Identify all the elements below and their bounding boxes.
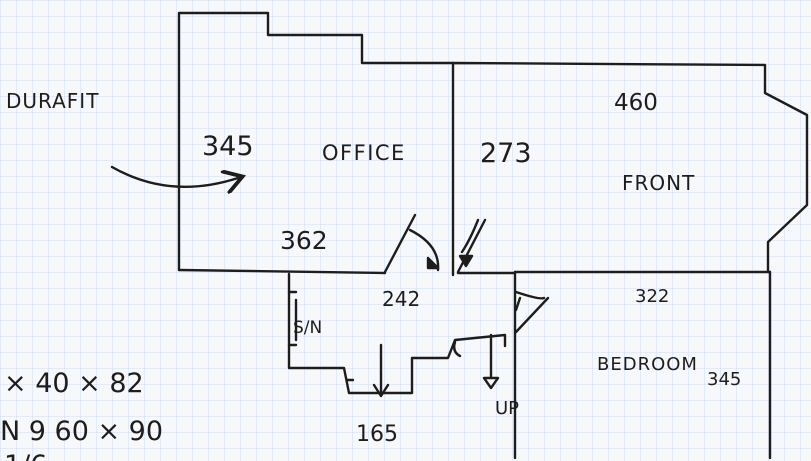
up-label: UP xyxy=(495,398,519,419)
dimension-office-right: 273 xyxy=(480,138,532,169)
sn-label: S/N xyxy=(293,318,322,338)
office-door-swing xyxy=(383,213,440,274)
hall-top-wall xyxy=(177,268,772,275)
office-wall xyxy=(177,11,455,272)
stair-arrow-down xyxy=(372,343,390,398)
sn-bracket xyxy=(287,290,298,347)
dimension-office-left: 345 xyxy=(202,131,254,162)
stair-arrow-up xyxy=(482,333,500,390)
durafit-label: DURAFIT xyxy=(6,89,99,113)
dimension-front-top: 460 xyxy=(614,90,658,116)
bedroom-wall xyxy=(513,270,772,460)
front-room-wall xyxy=(451,61,809,277)
durafit-arrow xyxy=(110,165,238,187)
dimension-bedroom-right: 345 xyxy=(707,369,741,390)
bedroom-door-swing xyxy=(514,290,550,334)
dimension-stair: 165 xyxy=(356,422,398,447)
door-marker xyxy=(426,256,440,270)
bedroom-label: BEDROOM xyxy=(597,354,698,375)
note-line-1: × 40 × 82 xyxy=(4,368,144,399)
hall-landing-arc xyxy=(345,340,462,382)
office-label: OFFICE xyxy=(322,141,406,165)
dimension-hall: 242 xyxy=(382,287,420,311)
dimension-office-bottom: 362 xyxy=(280,226,328,255)
dimension-bedroom-top: 322 xyxy=(635,286,669,307)
front-label: FRONT xyxy=(622,171,695,195)
note-line-2: N 9 60 × 90 xyxy=(0,416,163,447)
note-line-3: 1/6 xyxy=(4,450,47,461)
hallway-wall xyxy=(287,272,507,395)
front-door-swing xyxy=(456,218,517,275)
door-marker xyxy=(458,254,474,268)
